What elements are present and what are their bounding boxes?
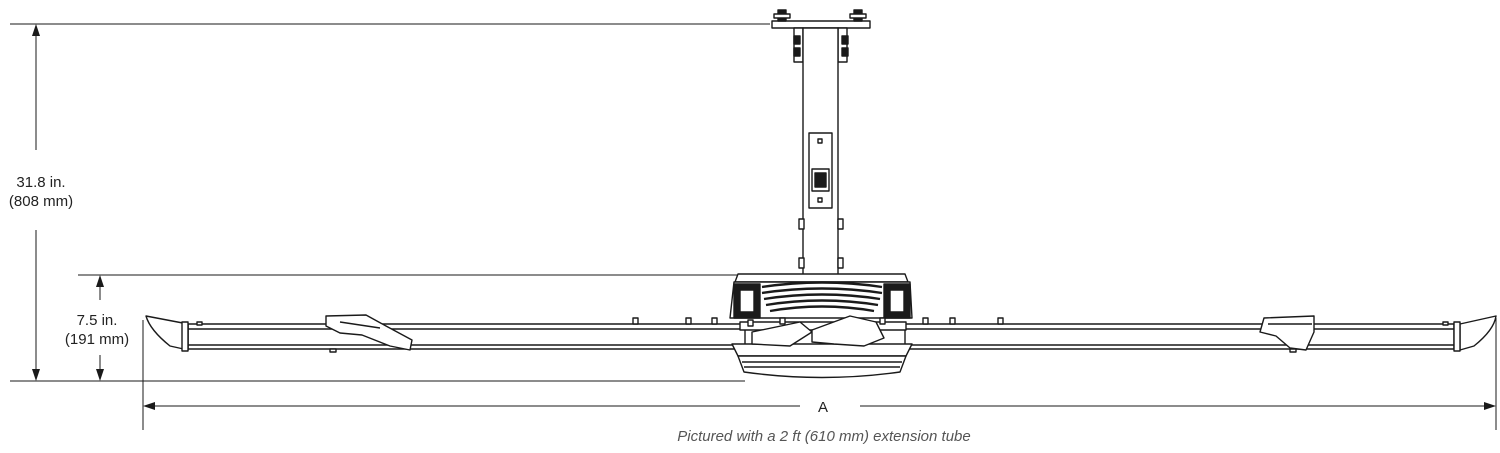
blade-left-winglet-line [339,321,381,329]
blade-right-tip [1459,315,1497,351]
yoke-right [837,27,848,63]
yoke-bolt-right-2 [841,47,849,57]
arrow-right-width [1484,402,1496,410]
dimension-arrows [32,24,1496,410]
yoke-bolt-left-2 [793,47,801,57]
hub-rivet-3 [879,317,886,325]
junction-slot-top [817,138,823,144]
figure-caption: Pictured with a 2 ft (610 mm) extension … [677,428,971,445]
blade-right-rivet-3 [997,317,1004,325]
blade-left-rivet-3 [685,317,692,325]
clamp-left [798,218,805,230]
blade-right-rivet-1 [922,317,929,325]
blade-left-rivet-2 [632,317,639,325]
arrow-up-overall [32,24,40,36]
overall-height-imperial: 31.8 in. [16,174,66,191]
motor-top-shroud [734,273,909,283]
overall-height-metric: (808 mm) [8,193,74,210]
fan-height-imperial: 7.5 in. [76,312,118,329]
arrow-down-overall [32,369,40,381]
motor-right-cap-inner [889,289,905,313]
diameter-label: A [808,398,838,417]
clamp-left-low [798,257,805,269]
motor-left-cap-inner [739,289,755,313]
fan-illustration [145,9,1497,379]
clamp-right-low [837,257,844,269]
blade-left-rivet-5 [329,348,337,353]
mounting-bracket [771,9,871,63]
blade-right-rivet-5 [1289,348,1297,353]
blade-left-rivet-1 [196,321,203,326]
blade-right-endcap [1453,321,1461,352]
yoke-bolt-left-1 [793,35,801,45]
bolt-right-head [849,13,867,19]
overall-height-label: 31.8 in. (808 mm) [0,173,82,211]
yoke-bolt-right-1 [841,35,849,45]
blade-right [904,315,1497,353]
cooling-fins [761,281,883,313]
motor-housing [729,273,913,379]
blade-right-rivet-4 [1442,321,1449,326]
fan-height-label: 7.5 in. (191 mm) [56,311,138,349]
junction-slot-bottom [817,197,823,203]
fan-height-metric: (191 mm) [64,331,130,348]
arrow-left-width [143,402,155,410]
hub-rivet-2 [779,317,786,325]
bolt-left-head [773,13,791,19]
switch [814,172,827,188]
extension-tube [798,27,844,277]
blade-left-rivet-4 [711,317,718,325]
yoke-left [793,27,804,63]
hub-rivet-1 [747,319,754,327]
blade-left [145,314,746,353]
hub-left-blade-clamp [751,321,813,347]
clamp-right [837,218,844,230]
blade-right-rivet-2 [949,317,956,325]
arrow-up-fan [96,275,104,287]
arrow-down-fan [96,369,104,381]
hub-right-blade-clamp [811,315,885,347]
motor-lower-housing [731,343,913,357]
blade-left-endcap [181,321,189,352]
mounting-plate [771,20,871,29]
